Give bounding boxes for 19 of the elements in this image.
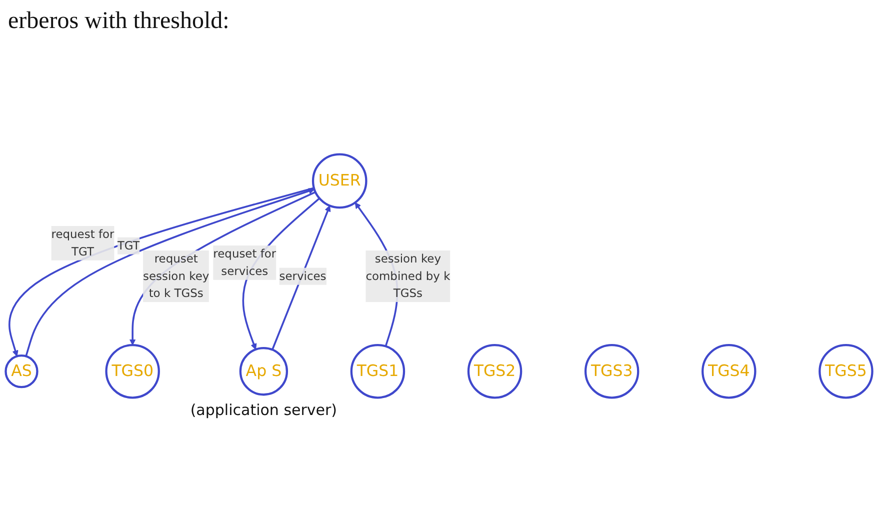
edge-label: requset session key to k TGSs [143, 252, 210, 300]
arrow [272, 205, 331, 350]
node-caption: (application server) [190, 400, 338, 419]
edge-label: requset for services [213, 246, 276, 278]
node-circle: TGS2 [467, 344, 522, 399]
diagram-title: erberos with threshold: [8, 8, 230, 35]
node-circle: AS [4, 354, 38, 388]
node-circle: TGS4 [702, 344, 756, 399]
node-circle: USER [312, 153, 368, 209]
node-circle: TGS5 [818, 344, 874, 399]
node-circle: Ap S [239, 347, 288, 396]
edge-label: request for TGT [51, 227, 114, 258]
edge-label: TGT [117, 238, 140, 252]
node-circle: TGS1 [350, 344, 406, 399]
arrow [129, 191, 316, 346]
node-circle: TGS3 [584, 344, 640, 399]
node-circle: TGS0 [105, 344, 160, 399]
edge-label: services [279, 269, 326, 283]
edge-label: session key combined by k TGSs [366, 252, 450, 300]
